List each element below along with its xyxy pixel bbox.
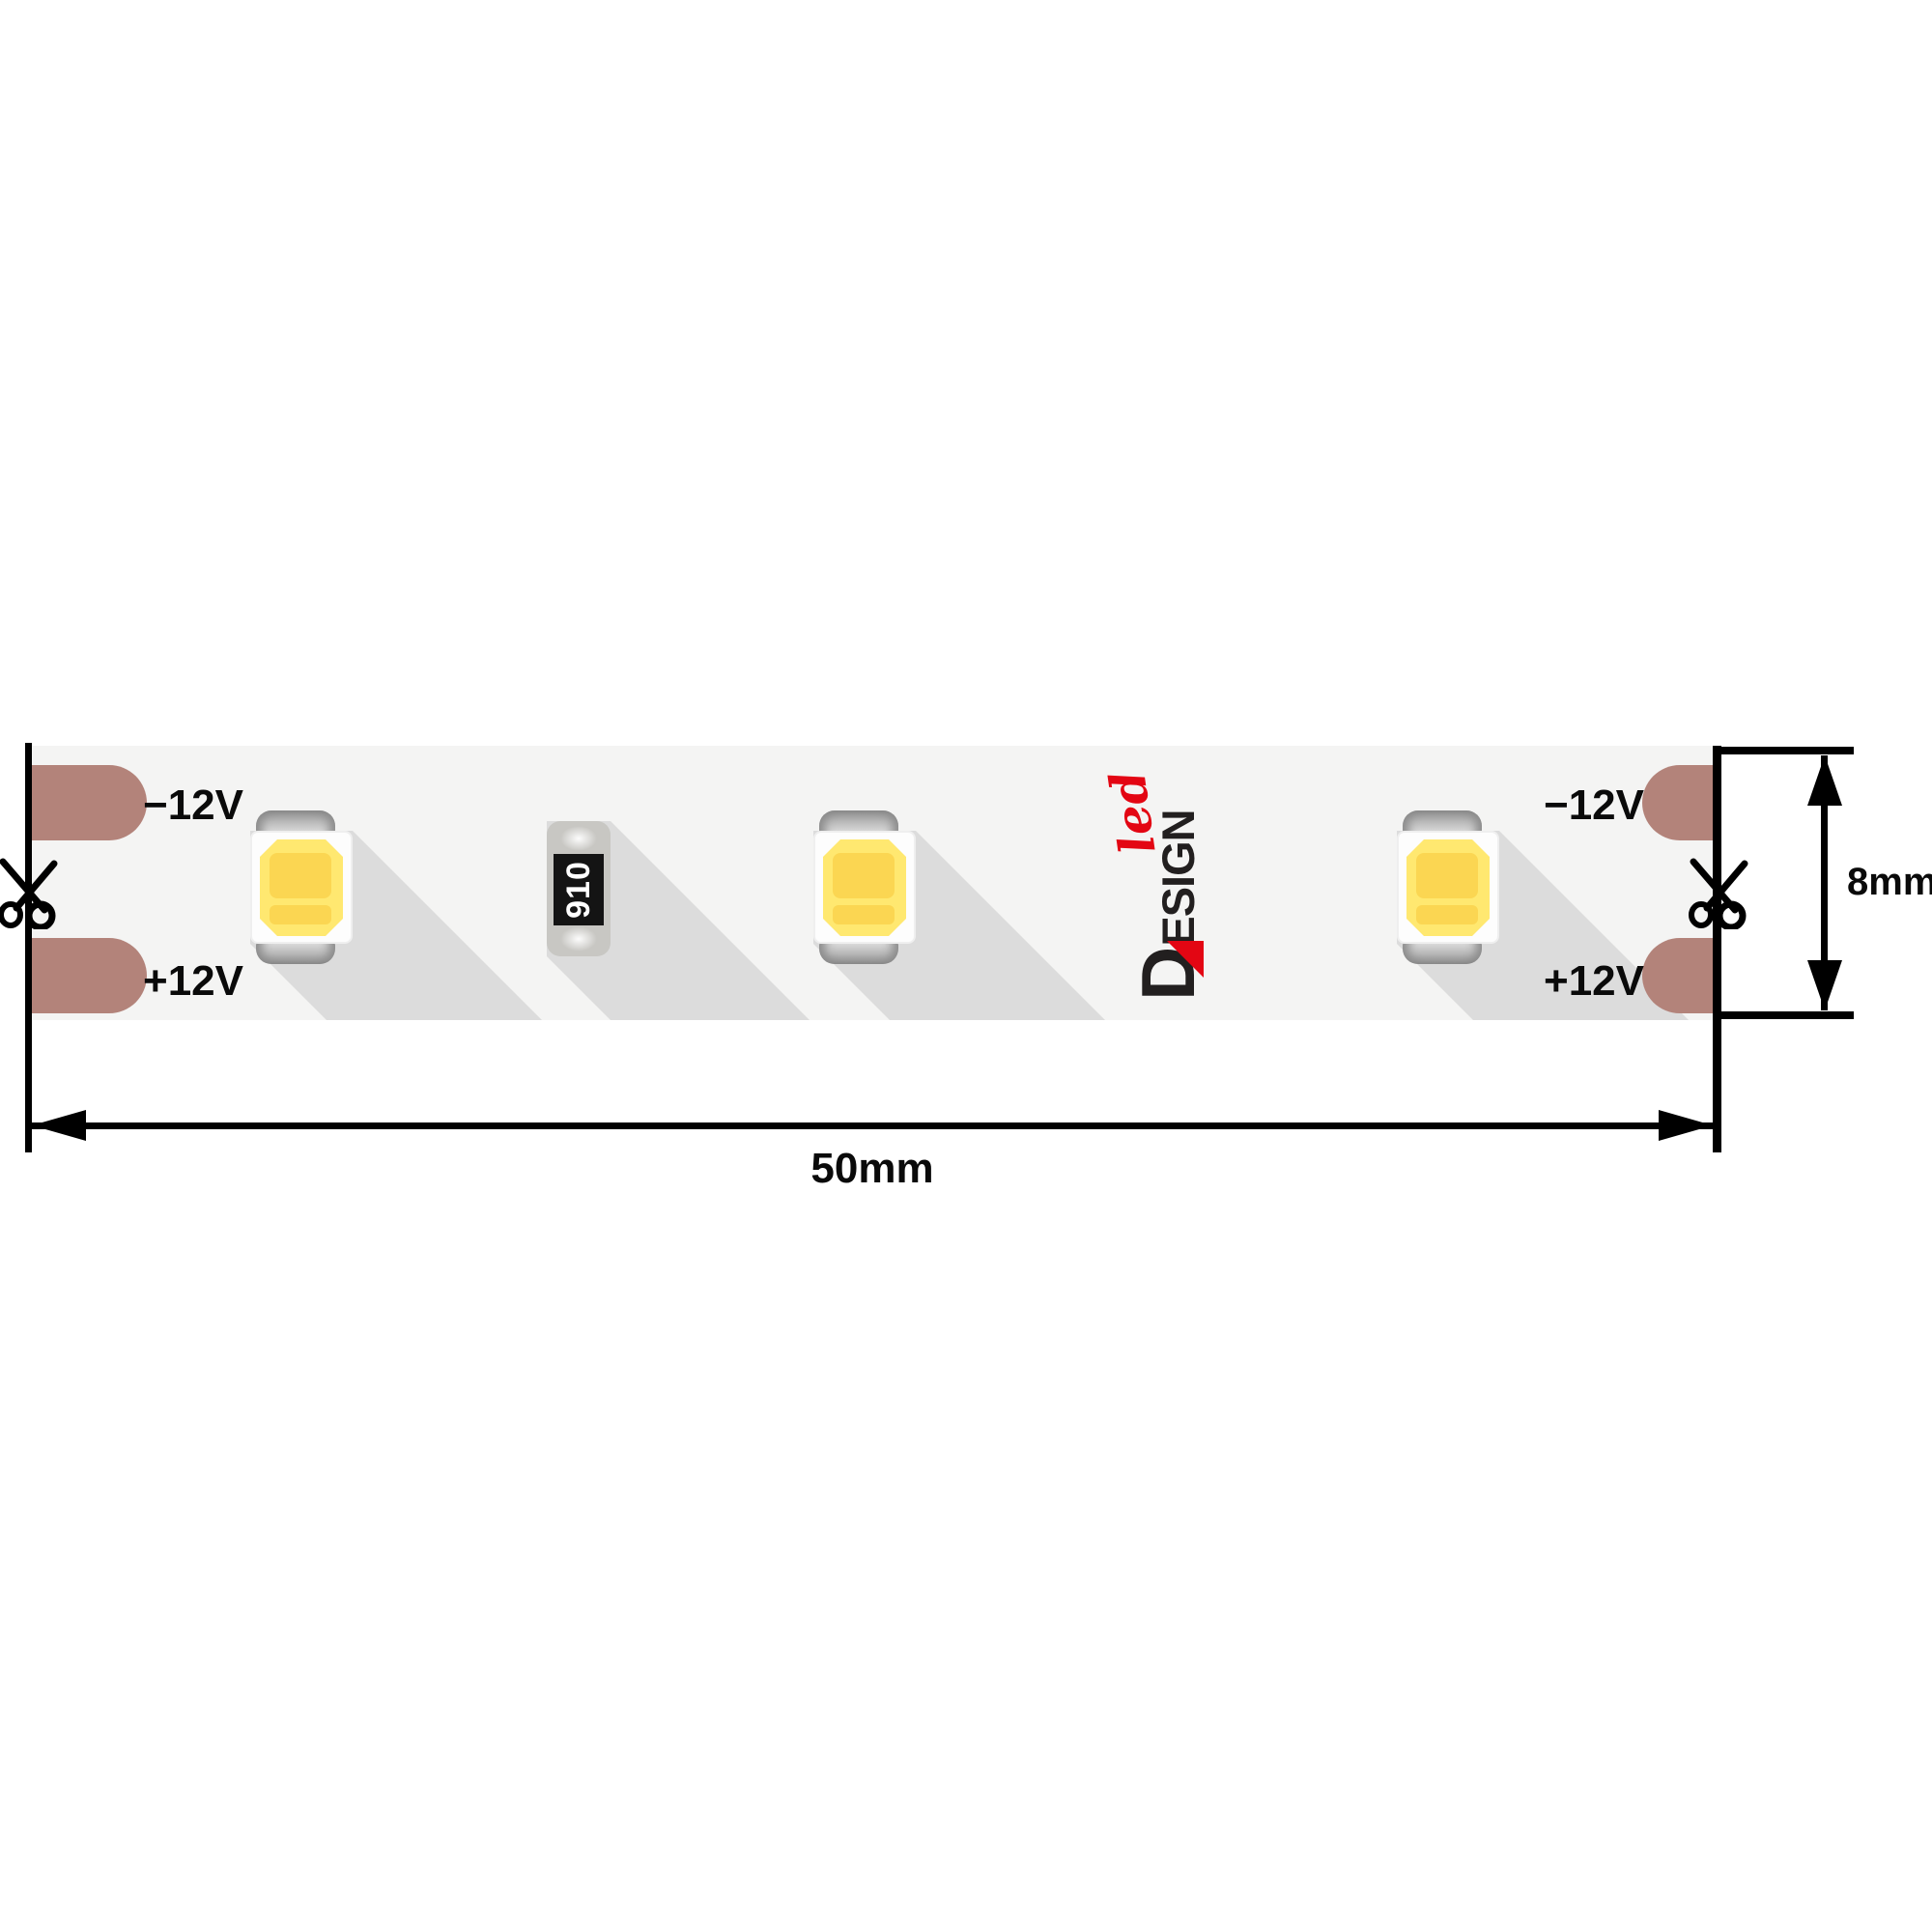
led-die-top	[833, 853, 895, 898]
length-arrow-left	[32, 1110, 86, 1141]
led-phosphor	[260, 839, 343, 936]
cut-line-right	[1713, 746, 1721, 1152]
length-arrow-right	[1659, 1110, 1713, 1141]
pad-label-negative-right: −12V	[1544, 781, 1644, 829]
led-die-bottom	[270, 905, 331, 924]
led-die-top	[270, 853, 331, 898]
width-arrow-down	[1807, 960, 1842, 1010]
resistor-solder-bottom	[560, 926, 597, 952]
resistor-solder-top	[560, 826, 597, 851]
cut-line-left	[25, 743, 32, 1152]
led-chip-1	[250, 810, 542, 1020]
led-die-bottom	[1416, 905, 1478, 924]
width-arrow-up	[1807, 755, 1842, 806]
solder-pad-left-negative	[27, 765, 147, 840]
brand-logo-rotated: DESIGN led	[1098, 759, 1210, 1001]
led-die-top	[1416, 853, 1478, 898]
pad-label-negative-left: −12V	[143, 781, 243, 829]
resistor-value: 910	[560, 861, 598, 919]
length-dimension-line	[29, 1122, 1717, 1129]
pad-label-positive-left: +12V	[143, 957, 243, 1005]
led-phosphor	[1406, 839, 1490, 936]
width-extension-top	[1713, 747, 1854, 754]
led-electrode-bottom	[819, 940, 898, 964]
width-dimension-line	[1821, 755, 1828, 1010]
led-body	[250, 831, 353, 944]
led-die-bottom	[833, 905, 895, 924]
scissors-icon-left	[0, 858, 58, 929]
led-chip-2	[813, 810, 1105, 1020]
solder-pad-right-negative	[1642, 765, 1718, 840]
length-label: 50mm	[810, 1145, 934, 1192]
width-extension-bottom	[1713, 1011, 1854, 1019]
width-label: 8mm	[1847, 861, 1932, 903]
led-body	[813, 831, 916, 944]
resistor-band: 910	[554, 854, 604, 925]
resistor-body: 910	[547, 821, 611, 956]
solder-pad-right-positive	[1642, 938, 1718, 1013]
scissors-icon-right	[1689, 858, 1748, 929]
logo-red-triangle	[1167, 941, 1204, 978]
led-chip-3	[1397, 810, 1689, 1020]
logo-led-script: led	[1098, 767, 1167, 858]
solder-pad-left-positive	[27, 938, 147, 1013]
led-body	[1397, 831, 1499, 944]
resistor: 910	[547, 821, 810, 1020]
led-phosphor	[823, 839, 906, 936]
pad-label-positive-right: +12V	[1544, 957, 1644, 1005]
led-electrode-bottom	[1403, 940, 1482, 964]
led-electrode-bottom	[256, 940, 335, 964]
